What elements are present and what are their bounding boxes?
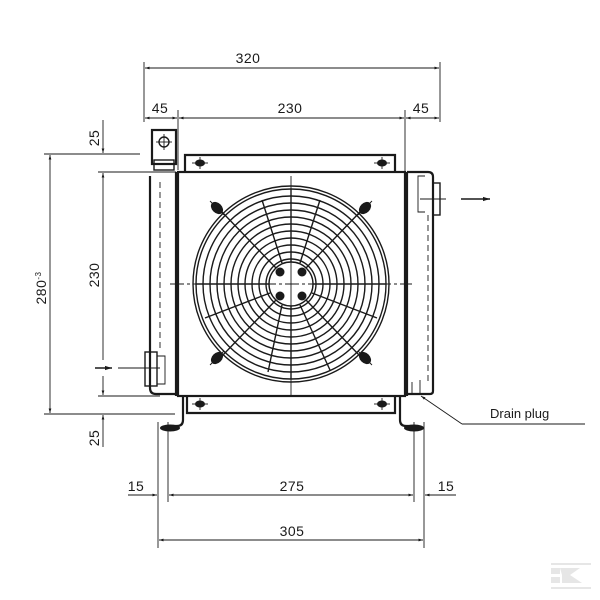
dimension-core-width: 45 230 45 (145, 100, 439, 172)
bracket-bolt-top-left (192, 157, 208, 169)
k-logo-icon (551, 563, 591, 589)
dim-label-320: 320 (236, 50, 261, 66)
bracket-bolt-bottom-right (374, 398, 390, 410)
guard-mount-top-right (357, 200, 373, 216)
drain-plug-callout: Drain plug (420, 395, 585, 425)
dim-label-right-45: 45 (413, 100, 430, 116)
dim-label-foot-left-15: 15 (128, 478, 145, 494)
dimension-overall-width: 320 (143, 50, 441, 122)
mounting-feet (160, 397, 424, 432)
dim-label-230-horizontal: 230 (278, 100, 303, 116)
dim-label-280: 280-3 (33, 271, 49, 304)
dimension-foot-span: 15 275 15 (128, 422, 456, 548)
guard-mount-bottom-left (209, 350, 225, 366)
dim-label-top-25: 25 (86, 130, 102, 147)
left-header-tank (144, 128, 178, 396)
fan-guard-icon (170, 176, 412, 395)
drain-plug-label: Drain plug (490, 406, 549, 421)
bracket-bolt-top-right (374, 157, 390, 169)
dim-label-275: 275 (280, 478, 305, 494)
dim-label-bottom-25: 25 (86, 430, 102, 447)
dimension-foot-overall: 305 (159, 523, 423, 542)
dimension-overall-height: 280-3 (33, 153, 175, 415)
guard-mount-bottom-right (357, 350, 373, 366)
guard-mount-top-left (209, 200, 225, 216)
dimension-core-height: 25 230 25 (86, 120, 160, 447)
dim-label-305: 305 (280, 523, 305, 539)
bracket-bolt-bottom-left (192, 398, 208, 410)
dim-label-230-vertical: 230 (86, 263, 102, 288)
dim-label-foot-right-15: 15 (438, 478, 455, 494)
dim-label-left-45: 45 (152, 100, 169, 116)
